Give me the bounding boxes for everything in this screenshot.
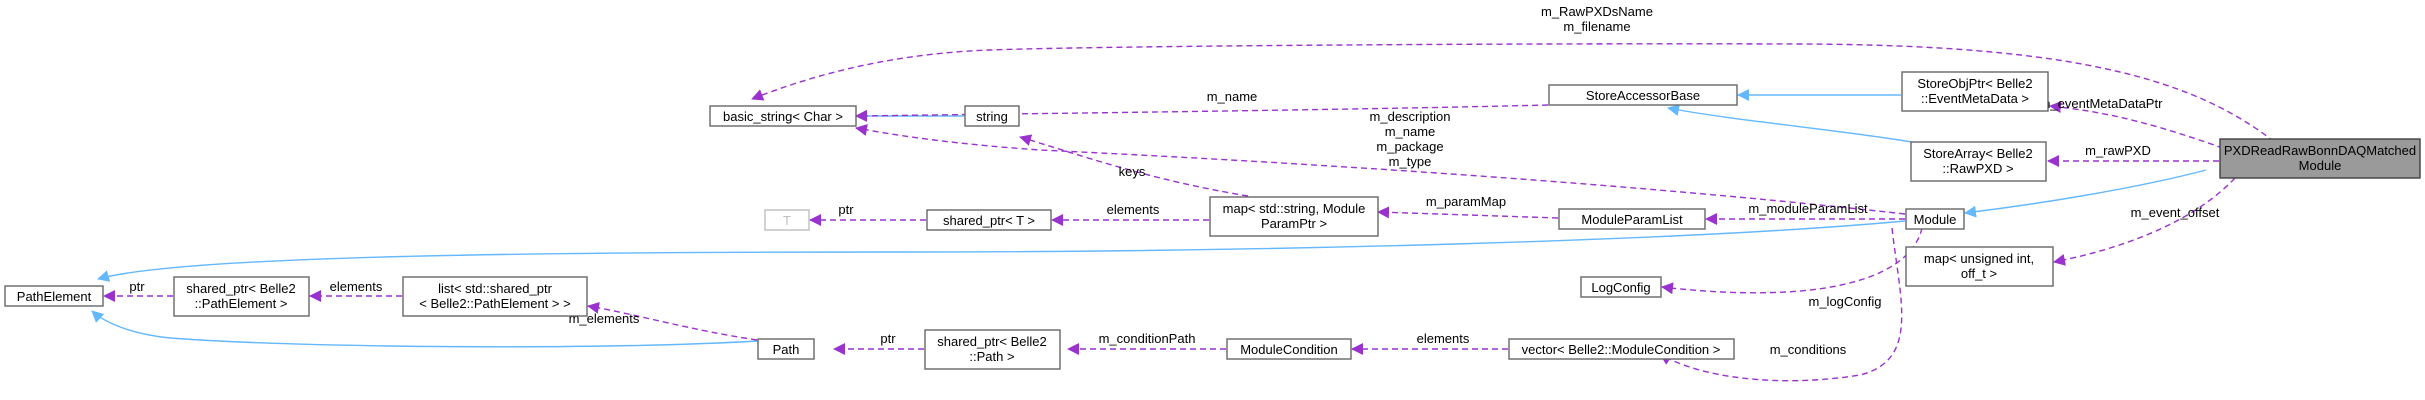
node-pxd-read-raw-bonn-daq-matched-module[interactable]: PXDReadRawBonnDAQMatched Module	[2219, 138, 2421, 179]
node-label-storearray-2: ::RawPXD >	[1942, 161, 2013, 176]
edge-module-to-pathelement	[97, 220, 1906, 282]
edge-label-event-offset: m_event_offset	[2131, 205, 2220, 220]
node-map-unsigned-off-t[interactable]: map< unsigned int, off_t >	[1905, 246, 2054, 287]
edge-list-elements: elements	[309, 279, 402, 302]
node-label-main-1: PXDReadRawBonnDAQMatched	[2224, 143, 2416, 158]
edge-m-elements: m_elements	[569, 301, 758, 341]
node-label-map-module-2: ParamPtr >	[1261, 216, 1327, 231]
node-label-storeobjptr-1: StoreObjPtr< Belle2	[1917, 76, 2032, 91]
node-label-storearray-1: StoreArray< Belle2	[1923, 146, 2032, 161]
edge-label-ptr-pe: ptr	[129, 279, 145, 294]
node-label-vector-module-condition: vector< Belle2::ModuleCondition >	[1522, 342, 1721, 357]
node-label-t: T	[783, 213, 791, 228]
edge-label-module-param-list: m_moduleParamList	[1748, 201, 1868, 216]
node-storeobjptr-eventmetadata[interactable]: StoreObjPtr< Belle2 ::EventMetaData >	[1901, 71, 2049, 112]
edge-label-raw-pxd-name-2: m_filename	[1563, 19, 1630, 34]
node-module-condition[interactable]: ModuleCondition	[1226, 338, 1352, 360]
edge-raw-pxd: m_rawPXD	[2047, 143, 2219, 167]
node-label-store-accessor-base: StoreAccessorBase	[1586, 88, 1700, 103]
node-store-accessor-base[interactable]: StoreAccessorBase	[1548, 84, 1738, 106]
edge-label-ptr-t: ptr	[838, 202, 854, 217]
edge-label-m-type: m_type	[1389, 154, 1432, 169]
node-shared-ptr-pathelement[interactable]: shared_ptr< Belle2 ::PathElement >	[173, 276, 310, 317]
edge-label-keys: keys	[1119, 164, 1146, 179]
edge-label-log-config: m_logConfig	[1809, 294, 1882, 309]
edge-path-ptr: ptr	[833, 331, 924, 355]
node-label-shared-ptr-pe-1: shared_ptr< Belle2	[186, 281, 296, 296]
node-t[interactable]: T	[764, 209, 810, 231]
node-label-module-param-list: ModuleParamList	[1581, 212, 1683, 227]
edge-keys: keys	[1019, 134, 1249, 197]
edge-shared-ptr-t-ptr: ptr	[809, 202, 926, 226]
edge-main-to-module	[1964, 169, 2207, 218]
node-module-param-list[interactable]: ModuleParamList	[1558, 208, 1706, 230]
edge-label-raw-pxd: m_rawPXD	[2085, 143, 2151, 158]
edge-label-elements-map: elements	[1107, 202, 1160, 217]
edge-map-elements: elements	[1051, 202, 1209, 226]
node-shared-ptr-t[interactable]: shared_ptr< T >	[926, 209, 1052, 231]
edge-label-raw-pxd-name-1: m_RawPXDsName	[1541, 4, 1653, 19]
edge-label-elements-vector: elements	[1417, 331, 1470, 346]
edge-param-map: m_paramMap	[1377, 194, 1559, 219]
node-label-storeobjptr-2: ::EventMetaData >	[1921, 91, 2029, 106]
node-label-map-unsigned-1: map< unsigned int,	[1924, 251, 2034, 266]
node-path[interactable]: Path	[757, 338, 815, 360]
edge-conditions: m_conditions	[1659, 227, 1903, 382]
node-label-list-pe-1: list< std::shared_ptr	[438, 281, 552, 296]
node-shared-ptr-path[interactable]: shared_ptr< Belle2 ::Path >	[924, 329, 1061, 370]
edge-label-m-name: m_name	[1207, 89, 1258, 104]
edge-label-event-meta-data-ptr: m_eventMetaDataPtr	[2040, 96, 2164, 111]
node-vector-module-condition[interactable]: vector< Belle2::ModuleCondition >	[1508, 338, 1735, 360]
node-list-shared-ptr-pathelement[interactable]: list< std::shared_ptr < Belle2::PathElem…	[402, 276, 588, 317]
node-module[interactable]: Module	[1905, 208, 1965, 230]
node-log-config[interactable]: LogConfig	[1580, 276, 1662, 298]
node-basic-string[interactable]: basic_string< Char >	[709, 105, 857, 127]
node-label-map-module-1: map< std::string, Module	[1223, 201, 1366, 216]
node-label-shared-ptr-t: shared_ptr< T >	[943, 213, 1035, 228]
edge-log-config: m_logConfig	[1661, 227, 1923, 309]
edge-label-conditions: m_conditions	[1770, 342, 1847, 357]
edge-label-elements-list: elements	[330, 279, 383, 294]
edge-label-param-map: m_paramMap	[1426, 194, 1506, 209]
edge-shared-ptr-pe: ptr	[103, 279, 173, 302]
edge-label-m-name-2: m_name	[1385, 124, 1436, 139]
node-label-path: Path	[773, 342, 800, 357]
edge-storearray-to-storeaccessorbase	[1667, 104, 1913, 143]
node-label-module-condition: ModuleCondition	[1240, 342, 1338, 357]
edge-label-m-package: m_package	[1376, 139, 1443, 154]
node-label-shared-ptr-pe-2: ::PathElement >	[195, 296, 288, 311]
edge-module-param-list: m_moduleParamList	[1705, 201, 1905, 225]
edge-label-ptr-path: ptr	[880, 331, 896, 346]
edge-m-name: m_name	[855, 89, 1549, 122]
node-label-log-config: LogConfig	[1591, 280, 1650, 295]
node-label-basic-string: basic_string< Char >	[723, 109, 843, 124]
node-storearray-rawpxd[interactable]: StoreArray< Belle2 ::RawPXD >	[1910, 141, 2047, 182]
node-label-module: Module	[1914, 212, 1957, 227]
edge-event-meta-data-ptr: m_eventMetaDataPtr	[2040, 96, 2243, 156]
edge-path-to-pathelement	[91, 310, 759, 348]
node-label-list-pe-2: < Belle2::PathElement > >	[419, 296, 570, 311]
node-label-main-2: Module	[2299, 158, 2342, 173]
node-label-string: string	[976, 109, 1008, 124]
edge-m-description: m_description m_name m_package m_type	[855, 109, 1906, 215]
node-string[interactable]: string	[964, 105, 1020, 127]
node-label-map-unsigned-2: off_t >	[1961, 266, 1997, 281]
edge-raw-pxd-name: m_RawPXDsName m_filename	[751, 4, 2283, 149]
node-map-string-moduleparamptr[interactable]: map< std::string, Module ParamPtr >	[1209, 196, 1379, 237]
node-path-element[interactable]: PathElement	[4, 285, 104, 307]
edge-event-offset: m_event_offset	[2053, 177, 2236, 266]
node-label-shared-ptr-path-2: ::Path >	[969, 349, 1014, 364]
edge-vector-elements: elements	[1351, 331, 1508, 355]
edge-label-m-description: m_description	[1370, 109, 1451, 124]
node-label-shared-ptr-path-1: shared_ptr< Belle2	[937, 334, 1047, 349]
node-label-path-element: PathElement	[17, 289, 92, 304]
edge-condition-path: m_conditionPath	[1067, 331, 1226, 355]
edge-label-condition-path: m_conditionPath	[1099, 331, 1196, 346]
